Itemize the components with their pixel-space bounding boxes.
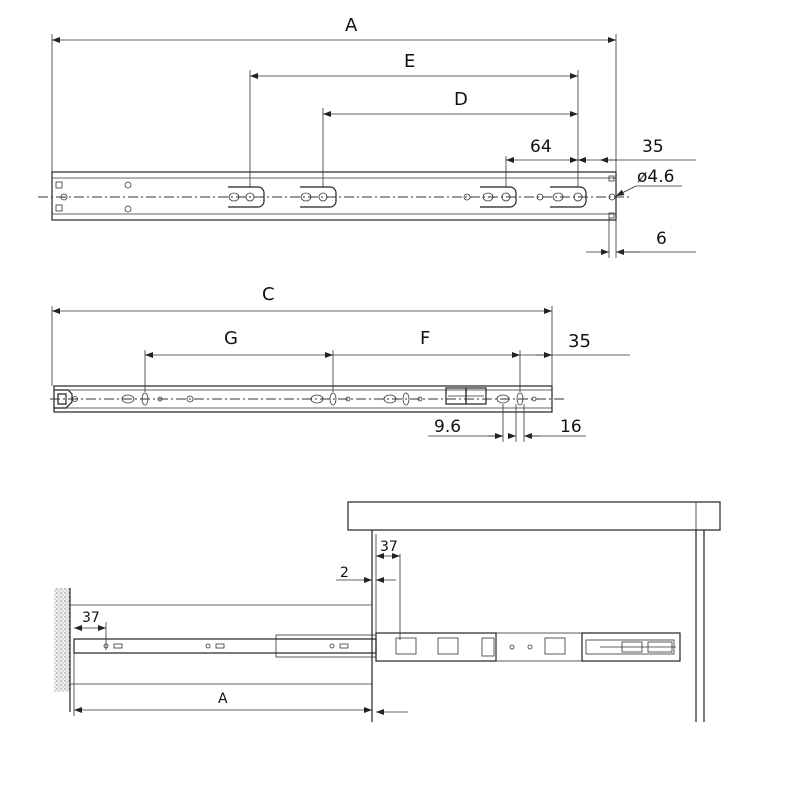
install-dim-a: A <box>218 691 228 707</box>
middle-dim-f: F <box>420 328 430 349</box>
middle-dim-g: G <box>224 328 238 349</box>
top-dim-hole-diameter: ø4.6 <box>637 167 674 187</box>
install-dim-2: 2 <box>340 565 349 581</box>
install-cabinet-rail <box>375 632 497 662</box>
top-dim-64: 64 <box>530 137 552 157</box>
top-dim-d: D <box>454 89 468 110</box>
top-dim-35: 35 <box>642 137 664 157</box>
middle-dim-c: C <box>262 284 275 305</box>
top-dim-6: 6 <box>656 229 667 249</box>
middle-dim-16: 16 <box>560 417 582 437</box>
top-dim-a: A <box>345 15 358 36</box>
wall-hatch <box>54 588 70 692</box>
middle-hole-group <box>72 387 537 406</box>
install-dim-37-top: 37 <box>380 539 398 555</box>
top-rail-body <box>51 171 617 221</box>
cabinet-top-panel <box>347 501 721 531</box>
middle-dim-9-6: 9.6 <box>434 417 461 437</box>
top-slot-group <box>228 186 587 208</box>
install-dim-37-left: 37 <box>82 610 100 626</box>
middle-dim-35: 35 <box>568 331 591 352</box>
top-dim-e: E <box>404 51 415 72</box>
middle-view: C G F 35 9.6 16 <box>50 284 630 442</box>
top-view: A E D 64 35 ø4.6 6 <box>38 15 696 258</box>
install-drawer-rail <box>73 638 377 654</box>
install-view: 37 2 37 A <box>54 501 721 722</box>
